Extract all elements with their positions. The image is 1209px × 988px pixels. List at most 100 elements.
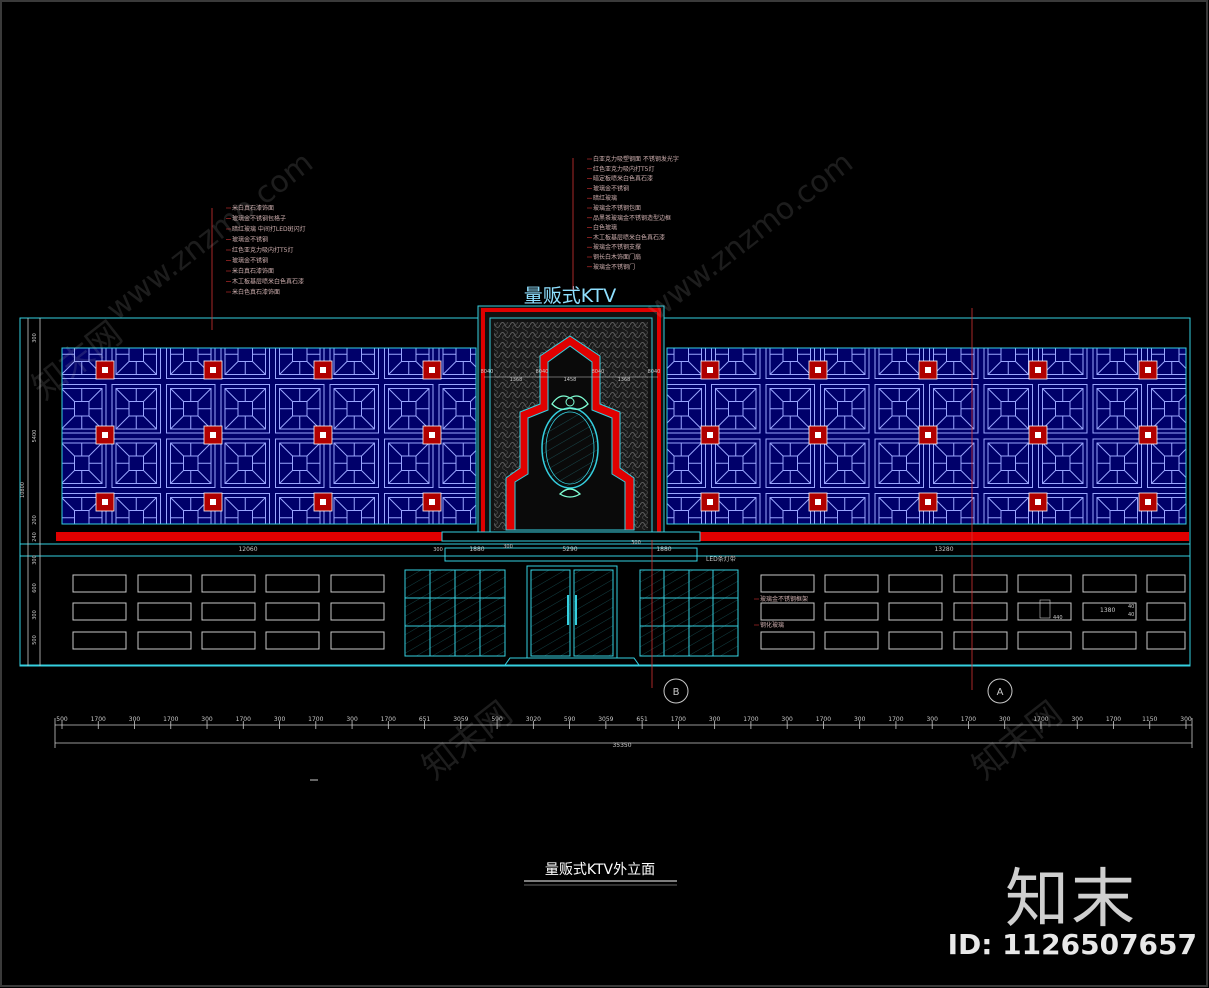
dimension-label: 300 bbox=[346, 716, 358, 723]
section-marker-b: B bbox=[663, 678, 689, 704]
annotation-note: 米白真石漆饰面 bbox=[232, 204, 274, 212]
dimension-label: 1700 bbox=[888, 716, 903, 723]
dimension-label: 300 bbox=[854, 716, 866, 723]
band-dimensions: 12060 13280 1880 5290 1880 300 300 300 bbox=[238, 540, 953, 553]
center-top-dimensions: 1368 1458 1368 8040 8040 8040 8040 bbox=[481, 369, 661, 383]
red-light-box bbox=[918, 360, 938, 380]
dimension-label: 600 bbox=[32, 583, 38, 593]
wall-panel bbox=[1082, 602, 1137, 621]
annotation-note: 钢化玻璃 bbox=[760, 621, 784, 629]
dimension-label: 8040 bbox=[536, 369, 549, 375]
svg-text:1380: 1380 bbox=[1100, 607, 1115, 614]
dimension-label: 1700 bbox=[1033, 716, 1048, 723]
dimension-label: 300 bbox=[32, 333, 38, 343]
dimension-label: 8040 bbox=[481, 369, 494, 375]
svg-text:12060: 12060 bbox=[238, 546, 257, 553]
annotation-note: 钢长白木饰面门扇 bbox=[593, 253, 641, 261]
wall-panel bbox=[824, 631, 879, 650]
red-light-box bbox=[422, 360, 442, 380]
dimension-label: 651 bbox=[419, 716, 431, 723]
dimension-label: 300 bbox=[926, 716, 938, 723]
wall-panel bbox=[330, 574, 385, 593]
dimension-label: 1700 bbox=[671, 716, 686, 723]
annotation-note: 米白色真石漆饰面 bbox=[232, 288, 280, 296]
wall-panel bbox=[265, 602, 320, 621]
dimension-label: 1700 bbox=[236, 716, 251, 723]
wall-panel bbox=[1082, 574, 1137, 593]
central-portal: 量贩式KTV bbox=[477, 285, 665, 533]
annotation-note: 玻璃金不锈钢包面 bbox=[593, 204, 641, 212]
red-light-box bbox=[808, 360, 828, 380]
red-light-box bbox=[1138, 492, 1158, 512]
annotation-note: 玻璃金不锈钢包格子 bbox=[232, 215, 286, 223]
wall-panel bbox=[201, 631, 256, 650]
led-label: LED条灯带 bbox=[706, 555, 736, 563]
wall-panel bbox=[72, 631, 127, 650]
red-light-box bbox=[422, 425, 442, 445]
facade-title: 量贩式KTV bbox=[524, 285, 617, 307]
dimension-label: 1368 bbox=[618, 377, 631, 383]
red-light-box bbox=[95, 360, 115, 380]
dimension-label: 1368 bbox=[510, 377, 523, 383]
red-light-box bbox=[1138, 360, 1158, 380]
annotation-note: 木工板基层喷米白色真石漆 bbox=[232, 278, 304, 286]
annotation-note: 暗红玻璃 中间打LED斑闪灯 bbox=[232, 225, 306, 233]
red-light-box bbox=[1138, 425, 1158, 445]
wall-panel bbox=[330, 602, 385, 621]
wall-panel bbox=[137, 602, 192, 621]
dimension-label: 300 bbox=[129, 716, 141, 723]
dimension-label: 1700 bbox=[91, 716, 106, 723]
crown-ornament bbox=[551, 395, 589, 410]
lattice-panel-left bbox=[61, 347, 477, 525]
red-light-box bbox=[313, 360, 333, 380]
dimension-label: 590 bbox=[564, 716, 576, 723]
red-light-box bbox=[203, 492, 223, 512]
dimension-label: 1700 bbox=[743, 716, 758, 723]
wall-panel bbox=[201, 574, 256, 593]
wall-panel bbox=[824, 574, 879, 593]
svg-text:B: B bbox=[673, 687, 680, 698]
red-light-box bbox=[1028, 425, 1048, 445]
wall-panel bbox=[953, 602, 1008, 621]
drawing-title: 量贩式KTV外立面 bbox=[545, 862, 655, 878]
dimension-label: 300 bbox=[781, 716, 793, 723]
dimension-label: 300 bbox=[1071, 716, 1083, 723]
dimension-label: 240 bbox=[32, 532, 38, 542]
wall-panel bbox=[201, 602, 256, 621]
dimension-lines bbox=[27, 318, 1193, 748]
red-light-box bbox=[422, 492, 442, 512]
wall-panel bbox=[760, 631, 815, 650]
dimension-label: 8040 bbox=[592, 369, 605, 375]
wall-panel bbox=[72, 602, 127, 621]
annotation-leaders bbox=[211, 158, 973, 690]
svg-text:A: A bbox=[997, 687, 1004, 698]
wall-panel bbox=[265, 631, 320, 650]
wall-panel bbox=[1017, 602, 1072, 621]
red-light-box bbox=[1028, 360, 1048, 380]
dimension-label: 8040 bbox=[648, 369, 661, 375]
dimension-label: 1700 bbox=[961, 716, 976, 723]
red-light-box bbox=[203, 425, 223, 445]
annotation-note: 米白真石漆饰面 bbox=[232, 267, 274, 275]
red-light-box bbox=[700, 360, 720, 380]
oval-mirror bbox=[541, 407, 599, 489]
dimension-label: 1458 bbox=[564, 377, 577, 383]
red-light-box bbox=[918, 492, 938, 512]
dimension-label: 1700 bbox=[816, 716, 831, 723]
dimension-label: 10800 bbox=[20, 482, 26, 498]
dimension-label: 5400 bbox=[32, 430, 38, 443]
red-light-box bbox=[808, 492, 828, 512]
annotation-note: 玻璃金不锈钢 bbox=[593, 184, 629, 192]
annotation-note: 白色玻璃 bbox=[593, 224, 617, 232]
wall-panel bbox=[265, 574, 320, 593]
svg-text:300: 300 bbox=[503, 544, 513, 550]
dimension-label: 300 bbox=[274, 716, 286, 723]
brand-logo: 知末 bbox=[1005, 863, 1137, 937]
red-light-box bbox=[313, 425, 333, 445]
window-detail-dims: 1380 440 40 40 bbox=[1039, 599, 1134, 621]
annotation-note: 玻璃金不锈钢门 bbox=[593, 263, 635, 271]
